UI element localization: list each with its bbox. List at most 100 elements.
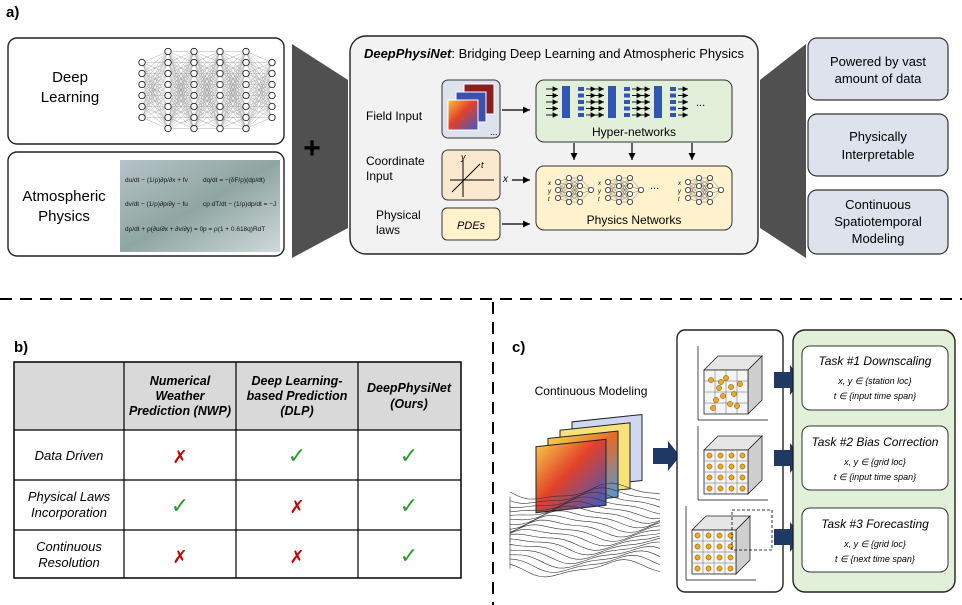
- check-mark: ✓: [400, 543, 418, 568]
- physics-input-label: y: [677, 189, 682, 195]
- physics-edge: [607, 177, 620, 199]
- nn-edge: [167, 117, 195, 129]
- physics-node: [638, 186, 645, 193]
- hyper-small-block: [624, 106, 630, 111]
- hyper-layer-block: [562, 86, 570, 118]
- field-stack-ellipsis: ...: [490, 127, 498, 137]
- feature-interp-line2: Interpretable: [842, 147, 915, 162]
- physics-node: [577, 190, 584, 197]
- physics-node: [707, 190, 714, 197]
- physics-edge: [568, 185, 581, 203]
- nn-edge: [219, 51, 247, 85]
- nn-node: [242, 113, 250, 122]
- grid-point: [705, 565, 712, 572]
- nn-edge: [219, 95, 247, 129]
- nn-node: [268, 58, 276, 67]
- feature-cont-line2: Spatiotemporal: [834, 214, 922, 229]
- col-dlp-line2: based Prediction: [247, 389, 348, 403]
- arrow-to-grids: [653, 441, 680, 471]
- physics-node: [555, 186, 562, 193]
- feature-box-data: [807, 37, 949, 101]
- nn-edge: [167, 51, 195, 118]
- nn-edge: [245, 62, 273, 85]
- nn-node: [138, 69, 146, 78]
- physics-input-label: x: [677, 181, 682, 187]
- hyper-small-block: [670, 106, 676, 111]
- pdes-label: PDEs: [457, 220, 486, 232]
- physics-node: [685, 194, 692, 201]
- task-card-2: Task #2 Bias Correction x, y ∈ {grid loc…: [801, 425, 949, 491]
- wave-line: [509, 519, 661, 538]
- equations-image: [120, 160, 280, 252]
- nn-edge: [193, 51, 221, 107]
- nn-edge: [245, 117, 273, 129]
- physics-node: [566, 198, 573, 205]
- hyper-small-block: [670, 93, 676, 98]
- nn-node: [242, 80, 250, 89]
- station-point: [713, 397, 719, 403]
- grid-point: [728, 485, 735, 492]
- nn-edge: [245, 62, 273, 107]
- atmospheric-physics-line2: Physics: [38, 208, 90, 225]
- col-nwp-line2: Weather: [155, 389, 205, 403]
- feature-cont-line3: Modeling: [852, 231, 905, 246]
- feature-data-line1: Powered by vast: [830, 54, 926, 69]
- nn-edge: [193, 51, 221, 118]
- nn-node: [190, 47, 198, 56]
- wave-line: [509, 550, 661, 569]
- hyper-small-block: [578, 106, 584, 111]
- right-feature-boxes: Powered by vast amount of data Physicall…: [807, 37, 949, 255]
- right-funnel-shape: [760, 44, 806, 258]
- title-italic: DeepPhysiNet: [364, 46, 452, 61]
- hyper-small-block: [670, 100, 676, 104]
- physics-input-label: t: [548, 197, 550, 203]
- nn-node: [138, 91, 146, 100]
- nn-edge: [219, 51, 247, 107]
- grid-point: [705, 532, 712, 539]
- hyper-small-block: [624, 100, 630, 104]
- physics-node: [685, 178, 692, 185]
- nn-edge: [219, 51, 247, 74]
- nn-node: [190, 80, 198, 89]
- col-ours-line1: DeepPhysiNet: [367, 381, 452, 395]
- center-panel-arrows: [502, 106, 696, 228]
- table-header-bg: [14, 362, 461, 430]
- physics-edge: [698, 177, 711, 203]
- nn-edge: [167, 106, 195, 129]
- continuous-modeling-label: Continuous Modeling: [535, 384, 648, 398]
- nn-edge: [167, 51, 195, 63]
- station-point: [716, 385, 722, 391]
- nn-edge: [167, 95, 195, 129]
- hyper-network-layers-icon: [546, 86, 688, 118]
- wave-line: [509, 546, 661, 565]
- wave-line: [509, 559, 661, 578]
- grid-point: [706, 452, 713, 459]
- wave-line: [509, 537, 661, 556]
- wave-line: [509, 496, 661, 515]
- row-continuous-line2: Resolution: [38, 555, 99, 570]
- task-card-1: Task #1 Downscaling x, y ∈ {station loc}…: [801, 345, 949, 411]
- continuous-wave-lines: [509, 482, 661, 578]
- physics-node: [616, 174, 623, 181]
- hyper-small-block: [578, 93, 584, 98]
- row-physical-laws-line2: Incorporation: [31, 505, 107, 520]
- axis-t-label: t: [481, 160, 484, 170]
- physics-edge: [687, 177, 700, 199]
- physics-node: [605, 178, 612, 185]
- grid-point: [717, 485, 724, 492]
- physics-edge: [698, 177, 711, 195]
- grid-point: [739, 463, 746, 470]
- task-2-line1: x, y ∈ {grid loc}: [843, 457, 906, 467]
- task-1-title: Task #1 Downscaling: [819, 354, 932, 368]
- nn-node: [164, 91, 172, 100]
- nn-edge: [141, 51, 169, 118]
- physics-networks-label: Physics Networks: [587, 213, 682, 227]
- station-point: [728, 384, 734, 390]
- col-dlp-line3: (DLP): [280, 404, 313, 418]
- nn-edge: [193, 51, 221, 63]
- wave-line: [509, 482, 661, 500]
- nn-node: [138, 58, 146, 67]
- grid-point: [727, 565, 734, 572]
